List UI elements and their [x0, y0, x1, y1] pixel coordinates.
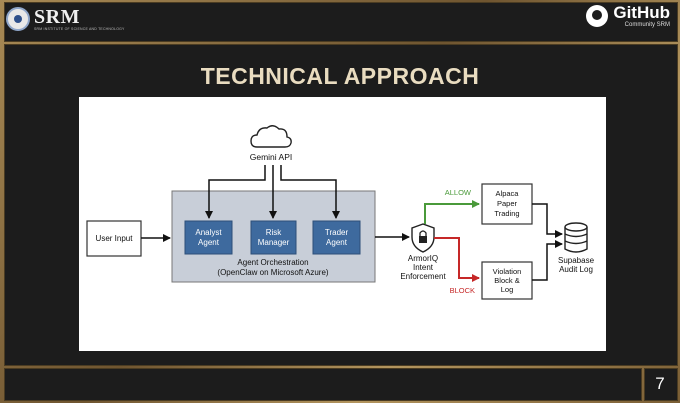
orchestration-label-line1: Agent Orchestration: [237, 258, 308, 267]
gemini-api-label: Gemini API: [250, 152, 293, 162]
trader-agent-line1: Trader: [325, 228, 349, 237]
user-input-box: [86, 220, 142, 257]
allow-label: ALLOW: [445, 188, 472, 197]
github-logo-name: GitHub: [613, 3, 670, 22]
page-number: 7: [655, 374, 665, 393]
trader-agent-box: [312, 220, 361, 255]
orchestration-label-line2: (OpenClaw on Microsoft Azure): [217, 268, 328, 277]
violation-line2: Block &: [494, 276, 519, 285]
gemini-to-trader-arrow: [280, 165, 340, 219]
user-input-label: User Input: [96, 234, 134, 243]
gemini-to-analyst-arrow: [205, 165, 266, 219]
srm-seal-icon: [6, 7, 30, 31]
slide-title: TECHNICAL APPROACH: [200, 63, 480, 89]
supabase-line1: Supabase: [558, 256, 595, 265]
database-icon: [564, 222, 588, 253]
armoriq-label-line3: Enforcement: [400, 272, 446, 281]
analyst-agent-line1: Analyst: [195, 228, 222, 237]
header-bar: [4, 2, 678, 42]
alpaca-to-supabase-arrow: [532, 203, 563, 238]
block-arrow: [434, 237, 480, 282]
page-number-box: [644, 368, 678, 401]
armoriq-label-line1: ArmorIQ: [408, 254, 438, 263]
risk-manager-line2: Manager: [258, 238, 290, 247]
trader-agent-line2: Agent: [326, 238, 348, 247]
armoriq-label-line2: Intent: [413, 263, 434, 272]
analyst-agent-box: [184, 220, 233, 255]
github-logo-sub: Community SRM: [624, 22, 670, 28]
violation-line1: Violation: [493, 267, 522, 276]
risk-manager-line1: Risk: [266, 228, 283, 237]
violation-line3: Log: [501, 285, 514, 294]
footer-bar: [4, 368, 642, 401]
block-label: BLOCK: [450, 286, 475, 295]
alpaca-box: [481, 183, 533, 225]
diagram-card: Gemini API Analyst Agent Risk Manager Tr…: [79, 97, 606, 351]
github-icon: [586, 5, 609, 27]
srm-logo-subtext: SRM INSTITUTE OF SCIENCE AND TECHNOLOGY: [34, 26, 125, 31]
github-community-logo: GitHub Community SRM: [586, 4, 670, 28]
allow-arrow: [424, 200, 480, 224]
shield-lock-icon: [411, 223, 435, 253]
alpaca-line3: Trading: [494, 209, 519, 218]
analyst-agent-line2: Agent: [198, 238, 220, 247]
risk-manager-box: [250, 220, 297, 255]
srm-logo-text: SRM: [34, 5, 80, 28]
architecture-diagram: Gemini API Analyst Agent Risk Manager Tr…: [86, 125, 595, 300]
cloud-icon: [250, 125, 292, 148]
supabase-line2: Audit Log: [559, 265, 593, 274]
alpaca-line2: Paper: [497, 199, 518, 208]
alpaca-line1: Alpaca: [496, 189, 520, 198]
srm-logo: SRM SRM INSTITUTE OF SCIENCE AND TECHNOL…: [6, 4, 125, 34]
violation-to-supabase-arrow: [532, 240, 563, 281]
violation-box: [481, 261, 533, 300]
